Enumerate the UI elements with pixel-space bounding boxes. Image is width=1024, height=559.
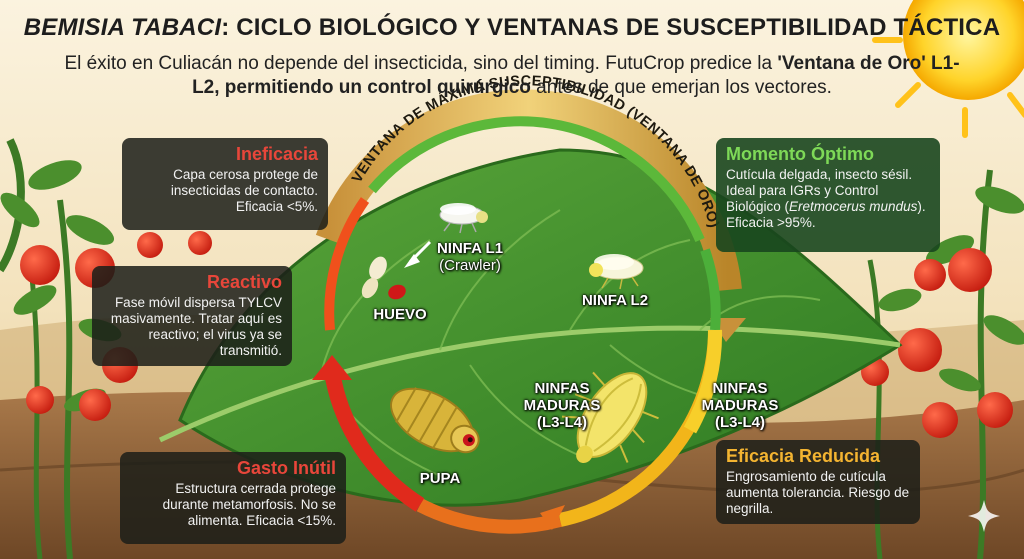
box-ineficacia: Ineficacia Capa cerosa protege de insect… <box>122 138 328 230</box>
golden-window-arc <box>315 89 742 292</box>
subtitle-part1: El éxito en Culiacán no depende del inse… <box>64 53 778 74</box>
stage-ninfa-l2: NINFA L2 <box>581 292 649 309</box>
box-gasto-text: Estructura cerrada protege durante metam… <box>162 481 336 528</box>
box-reducida-heading: Eficacia Reducida <box>726 446 881 466</box>
stage-ninfa-l1-sub: (Crawler) <box>439 257 501 274</box>
stage-ninfa-l1-label: NINFA L1 <box>436 240 504 257</box>
sparkle-icon <box>968 500 1000 532</box>
box-reducida-text: Engrosamiento de cutícula aumenta tolera… <box>726 469 910 516</box>
title-species: BEMISIA TABACI <box>23 14 222 41</box>
stage-huevo: HUEVO <box>373 306 427 323</box>
title-rest: : CICLO BIOLÓGICO Y VENTANAS DE SUSCEPTI… <box>221 14 1001 41</box>
subtitle-bold: 'Ventana de Oro' L1-L2, permitiendo un c… <box>192 53 960 98</box>
box-optimo-text: Cutícula delgada, insecto sésil. Ideal p… <box>726 167 930 231</box>
page-title: BEMISIA TABACI: CICLO BIOLÓGICO Y VENTAN… <box>0 14 1024 42</box>
stage-pupa: PUPA <box>419 470 461 487</box>
whitefly-icon <box>589 254 644 290</box>
stage-ninfa-l1: NINFA L1 (Crawler) <box>425 240 515 274</box>
stage-ninfas-maduras-inner: NINFAS MADURAS (L3-L4) <box>523 380 601 431</box>
box-gasto-inutil: Gasto Inútil Estructura cerrada protege … <box>120 452 346 544</box>
box-optimo-text-italic: Eretmocerus mundus <box>789 199 918 214</box>
box-optimo-text-post: ). Eficacia >95%. <box>726 199 926 230</box>
box-optimo-text-pre: Cutícula delgada, insecto sésil. Ideal p… <box>726 167 913 214</box>
box-ineficacia-text: Capa cerosa protege de insecticidas de c… <box>170 167 318 214</box>
box-optimo-heading: Momento Óptimo <box>726 144 874 164</box>
box-momento-optimo: Momento Óptimo Cutícula delgada, insecto… <box>716 138 940 252</box>
whitefly-icon <box>561 371 659 464</box>
box-reactivo: Reactivo Fase móvil dispersa TYLCV masiv… <box>92 266 292 366</box>
box-ineficacia-heading: Ineficacia <box>235 144 318 164</box>
stage-ninfas-maduras-outer: NINFAS MADURAS (L3-L4) <box>701 380 779 431</box>
sun-icon <box>872 0 1024 138</box>
life-cycle-ring <box>312 116 723 534</box>
box-reactivo-text: Fase móvil dispersa TYLCV masivamente. T… <box>110 295 282 358</box>
pupa-icon <box>390 387 480 454</box>
box-reactivo-heading: Reactivo <box>206 272 282 292</box>
box-gasto-heading: Gasto Inútil <box>237 458 336 478</box>
page-subtitle: El éxito en Culiacán no depende del inse… <box>60 52 964 100</box>
egg-icon <box>361 256 406 300</box>
subtitle-part2: antes de que emerjan los vectores. <box>530 77 832 98</box>
whitefly-icon <box>439 203 488 234</box>
box-eficacia-reducida: Eficacia Reducida Engrosamiento de cutíc… <box>716 440 920 524</box>
